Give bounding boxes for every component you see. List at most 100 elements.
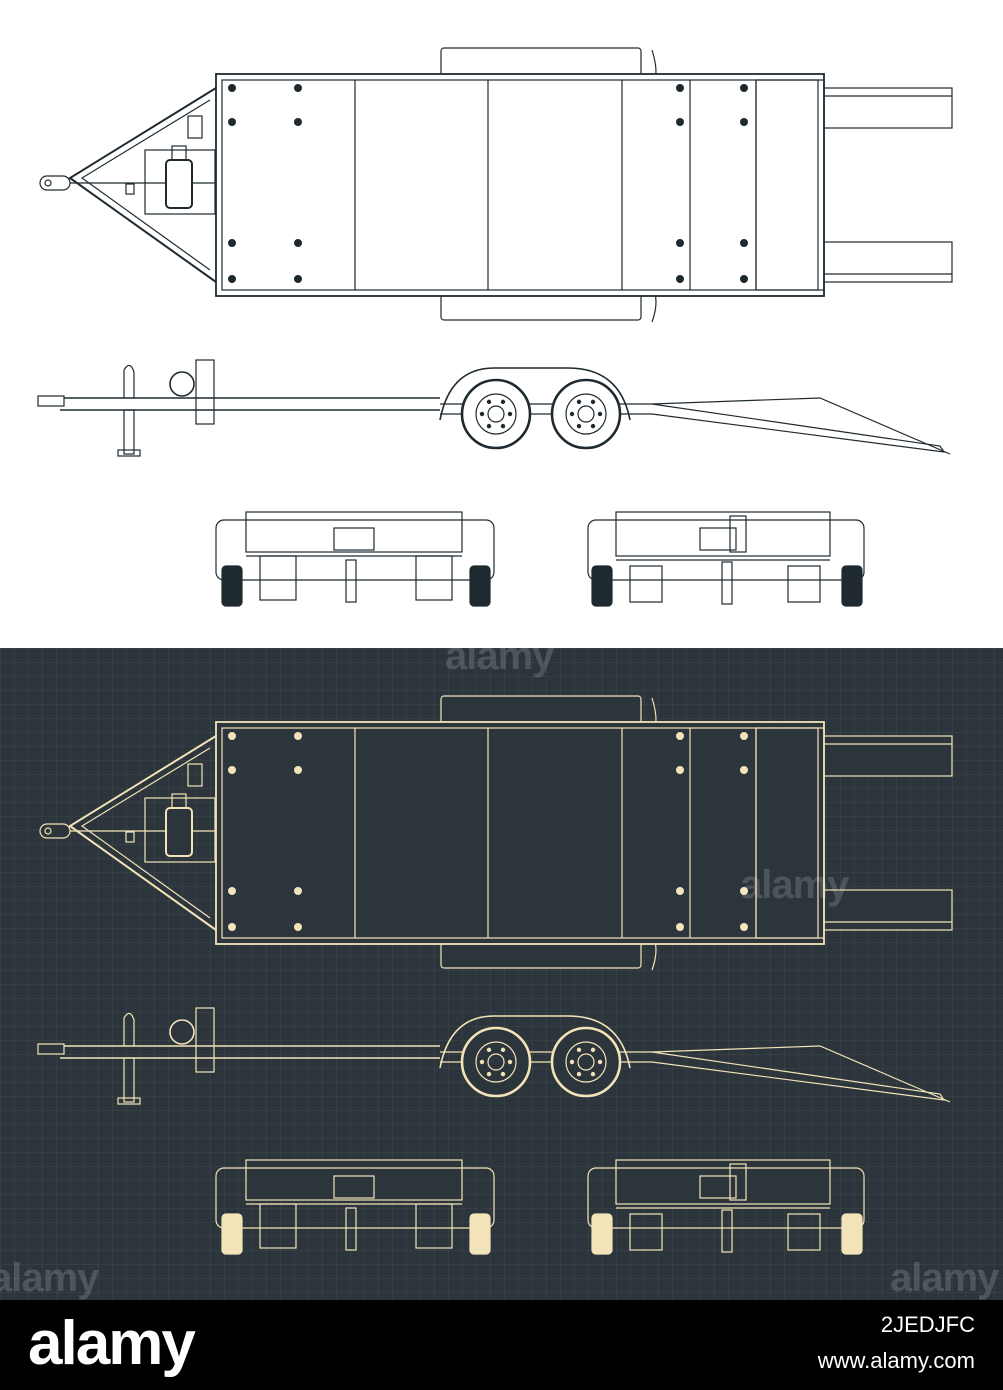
lug-nut (590, 1047, 596, 1053)
front-tire-right (469, 1213, 491, 1255)
rear-deck (755, 727, 825, 939)
deck-bolt (294, 766, 302, 774)
front-ramp-left (259, 555, 297, 601)
wheel-hub (577, 1053, 595, 1071)
deck-bolt (740, 887, 748, 895)
deck-bolt (294, 118, 302, 126)
wheel-tire (460, 1026, 532, 1098)
footer-logo: alamy (28, 1309, 196, 1378)
deck-bolt (228, 275, 236, 283)
rear-tire-left (591, 565, 613, 607)
lug-nut (576, 1071, 582, 1077)
winch-side (169, 1019, 195, 1045)
deck-outline (215, 73, 825, 297)
front-jack (345, 1207, 357, 1251)
deck-bolt (228, 118, 236, 126)
rear-fenders (587, 1167, 865, 1229)
rear-ramp-left (629, 565, 663, 603)
lug-nut (569, 1059, 575, 1065)
rear-jack (721, 561, 733, 605)
lug-nut (590, 399, 596, 405)
winch-post (187, 115, 203, 139)
light-trailer-drawings (37, 47, 953, 607)
image-id: 2JEDJFC (880, 1312, 975, 1337)
ramp-bottom (819, 889, 953, 931)
wheel-hub (487, 1053, 505, 1071)
front-view (215, 1159, 495, 1255)
hitch-ball (44, 179, 52, 187)
deck-bolt (676, 766, 684, 774)
jack-stand (123, 1057, 135, 1103)
deck-bolt (228, 766, 236, 774)
rear-view (587, 1159, 865, 1255)
dark-trailer-drawings (37, 695, 953, 1255)
front-fenders (215, 1167, 495, 1229)
light-blueprint-panel (0, 0, 1003, 648)
wheel-hub (487, 405, 505, 423)
lug-nut (576, 1047, 582, 1053)
front-ramp-right (415, 1203, 453, 1249)
deck-bolt (294, 275, 302, 283)
lug-nut (590, 423, 596, 429)
lug-nut (500, 1047, 506, 1053)
ramp-top-line (651, 1045, 951, 1103)
fender-side (439, 367, 631, 421)
front-winch (333, 527, 375, 551)
rear-winch-post (729, 1163, 747, 1201)
wheel-rim (475, 393, 517, 435)
front-view (215, 511, 495, 607)
lug-nut (576, 423, 582, 429)
side-view (37, 1007, 951, 1105)
ramp-top (819, 87, 953, 129)
deck-bolt (740, 275, 748, 283)
rear-ramp-right (787, 565, 821, 603)
rear-fenders (587, 519, 865, 581)
deck-inner (221, 727, 819, 939)
lug-nut (569, 411, 575, 417)
deck-bolt (294, 887, 302, 895)
wheel-tire (550, 1026, 622, 1098)
lug-nut (486, 399, 492, 405)
deck-bolt (676, 239, 684, 247)
front-ramp-right (415, 555, 453, 601)
top-view (39, 47, 953, 323)
lug-nut (486, 423, 492, 429)
tire-top (440, 47, 642, 77)
lug-nut (479, 1059, 485, 1065)
trailer-set (37, 695, 953, 1255)
winch-mount (144, 149, 216, 215)
trailer-set (37, 47, 953, 607)
footer-bar: alamy 2JEDJFC www.alamy.com (0, 1300, 1003, 1390)
lug-nut (479, 411, 485, 417)
deck-bolt (740, 766, 748, 774)
jack-stand (123, 409, 135, 455)
rear-winch (699, 527, 737, 551)
tongue-inner (80, 99, 211, 271)
rear-deck (755, 79, 825, 291)
lug-nut (486, 1071, 492, 1077)
front-tire-right (469, 565, 491, 607)
deck-bolt (740, 84, 748, 92)
winch-mount (144, 797, 216, 863)
hitch-side (37, 1043, 65, 1055)
tongue-inner (80, 747, 211, 919)
winch-stand-side (195, 359, 215, 425)
top-view (39, 695, 953, 971)
ramp-top (819, 735, 953, 777)
lug-nut (486, 1047, 492, 1053)
front-tire-left (221, 565, 243, 607)
deck-bolt (294, 239, 302, 247)
deck-bolt (676, 84, 684, 92)
lug-nut (576, 399, 582, 405)
winch-post (187, 763, 203, 787)
ramp-top-line (651, 397, 951, 455)
ramp-bottom (819, 241, 953, 283)
deck-bolt (676, 887, 684, 895)
deck-bolt (294, 732, 302, 740)
front-ramp-left (259, 1203, 297, 1249)
wheel-tire (550, 378, 622, 450)
hitch-side (37, 395, 65, 407)
deck-bolt (228, 887, 236, 895)
winch-body (165, 807, 193, 857)
jack-handle (123, 1012, 135, 1046)
